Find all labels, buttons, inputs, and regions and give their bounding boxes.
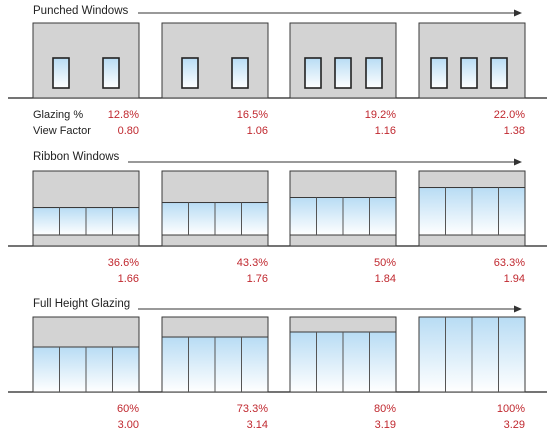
facade-panel: 43.3% 1.76 — [161, 170, 269, 285]
view-factor-value: 3.29 — [504, 419, 525, 431]
glazing-value: 12.8% — [108, 109, 139, 121]
glazing-value: 50% — [374, 257, 396, 269]
view-factor-value: 1.84 — [375, 273, 396, 285]
arrow-head-icon — [514, 158, 522, 166]
glazing-value: 19.2% — [365, 109, 396, 121]
view-factor-value: 3.00 — [118, 419, 139, 431]
wall-upper — [289, 170, 397, 198]
facade-panel: 50% 1.84 — [289, 170, 397, 285]
window — [365, 57, 383, 89]
facade-panel: 100% 3.29 — [418, 316, 526, 431]
arrow-head-icon — [514, 9, 522, 17]
window — [52, 57, 70, 89]
glazing-value: 43.3% — [237, 257, 268, 269]
view-factor-value: 1.06 — [247, 125, 268, 137]
glazing-value: 22.0% — [494, 109, 525, 121]
section-title: Ribbon Windows — [33, 151, 120, 163]
facade-panel: 12.8% 0.80 — [32, 22, 140, 137]
view-factor-value: 0.80 — [118, 125, 139, 137]
window — [102, 57, 120, 89]
facade-panel: 63.3% 1.94 — [418, 170, 526, 285]
view-factor-value: 1.76 — [247, 273, 268, 285]
window — [430, 57, 448, 89]
window — [231, 57, 249, 89]
wall-upper — [161, 170, 269, 204]
view-factor-value: 3.14 — [247, 419, 268, 431]
wall-upper — [418, 170, 526, 189]
wall-lower — [289, 234, 397, 247]
facade-panel: 80% 3.19 — [289, 316, 397, 431]
glazing-value: 36.6% — [108, 257, 139, 269]
window — [334, 57, 352, 89]
glazing-row-label: Glazing % — [33, 109, 83, 121]
wall-lower — [32, 234, 140, 247]
window — [304, 57, 322, 89]
glazing-value: 60% — [117, 403, 139, 415]
facade-panel: 60% 3.00 — [32, 316, 140, 431]
section-punched: Punched Windows 12.8% 0.80 16.5% 1.06 19.2% 1.… — [8, 5, 547, 137]
facade-panel: 73.3% 3.14 — [161, 316, 269, 431]
view-factor-value: 1.38 — [504, 125, 525, 137]
facade-panel: 22.0% 1.38 — [418, 22, 526, 137]
wall-lower — [161, 234, 269, 247]
section-full: Full Height Glazing 60% 3.00 73.3% 3.14 80% 3.… — [8, 298, 547, 431]
view-factor-value: 1.94 — [504, 273, 525, 285]
wall — [161, 22, 269, 99]
facade-panel: 19.2% 1.16 — [289, 22, 397, 137]
glazing-value: 16.5% — [237, 109, 268, 121]
arrow-head-icon — [514, 305, 522, 313]
wall-upper — [32, 170, 140, 209]
section-title: Full Height Glazing — [33, 298, 130, 310]
view-factor-value: 1.66 — [118, 273, 139, 285]
glazing-value: 63.3% — [494, 257, 525, 269]
glazing-value: 80% — [374, 403, 396, 415]
facade-panel: 16.5% 1.06 — [161, 22, 269, 137]
glazing-value: 100% — [497, 403, 525, 415]
wall-upper — [32, 316, 140, 348]
view-factor-value: 3.19 — [375, 419, 396, 431]
section-ribbon: Ribbon Windows 36.6% 1.66 43.3% 1.76 50% 1.84 6… — [8, 151, 547, 285]
section-title: Punched Windows — [33, 5, 128, 17]
wall-lower — [418, 234, 526, 247]
view-factor-row-label: View Factor — [33, 125, 91, 137]
view-factor-value: 1.16 — [375, 125, 396, 137]
glazing-value: 73.3% — [237, 403, 268, 415]
wall — [32, 22, 140, 99]
window — [460, 57, 478, 89]
facade-panel: 36.6% 1.66 — [32, 170, 140, 285]
wall-upper — [289, 316, 397, 333]
window — [181, 57, 199, 89]
window — [490, 57, 508, 89]
wall-upper — [161, 316, 269, 338]
